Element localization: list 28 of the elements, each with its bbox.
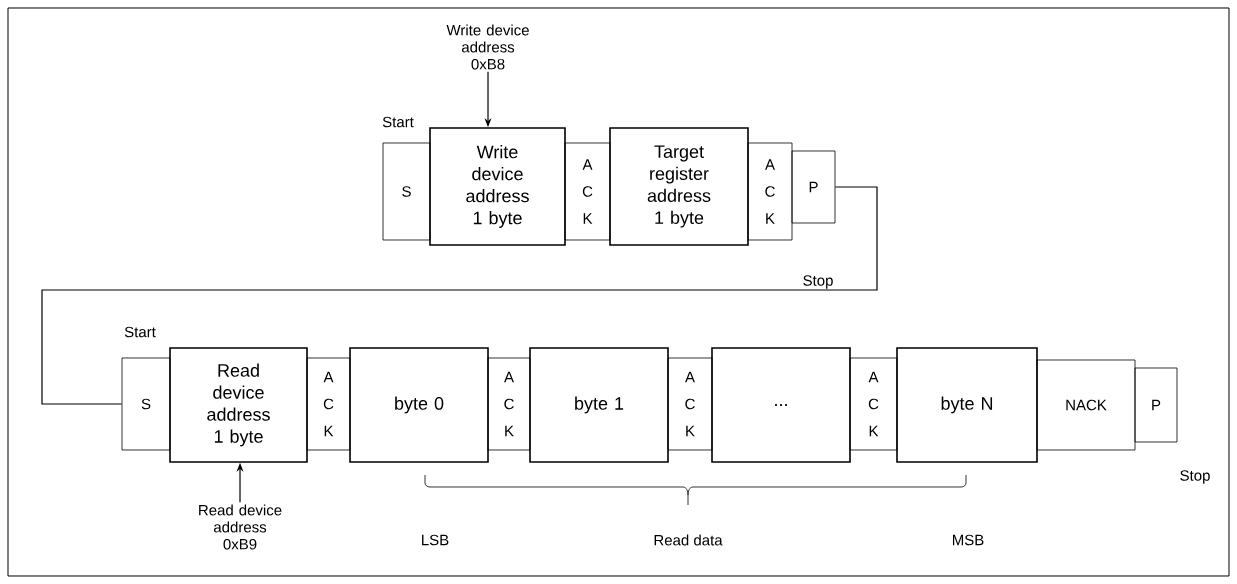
connector-line xyxy=(41,186,878,405)
address-box: Read device address 1 byte xyxy=(169,347,308,463)
stop-box: P xyxy=(1134,367,1178,443)
ack-box: A C K xyxy=(747,142,793,241)
address-box: Write device address 1 byte xyxy=(429,127,566,246)
ack-box: A C K xyxy=(487,357,531,451)
annotation-text: Write device address 0xB8 xyxy=(446,24,529,70)
address-box: Target register address 1 byte xyxy=(609,127,749,246)
bracket-label: MSB xyxy=(953,534,984,546)
side-label: Start xyxy=(124,326,156,338)
start-box: S xyxy=(121,357,171,451)
start-box: S xyxy=(382,142,431,241)
data-box: ... xyxy=(711,347,851,463)
side-label: Stop xyxy=(1180,470,1210,484)
data-box: byte N xyxy=(896,347,1038,463)
nack-box: NACK xyxy=(1036,359,1136,451)
ack-box: A C K xyxy=(849,357,898,451)
ack-box: A C K xyxy=(667,357,713,451)
data-box: byte 1 xyxy=(529,347,669,463)
ack-box: A C K xyxy=(306,357,351,451)
ack-box: A C K xyxy=(564,142,611,241)
side-label: Start xyxy=(382,116,414,128)
stop-box: P xyxy=(791,150,836,224)
annotation-text: Read device address 0xB9 xyxy=(199,504,282,550)
bracket-label: LSB xyxy=(422,534,449,546)
bracket-label: Read data xyxy=(654,534,723,546)
data-box: byte 0 xyxy=(349,347,489,463)
side-label: Stop xyxy=(803,275,833,289)
